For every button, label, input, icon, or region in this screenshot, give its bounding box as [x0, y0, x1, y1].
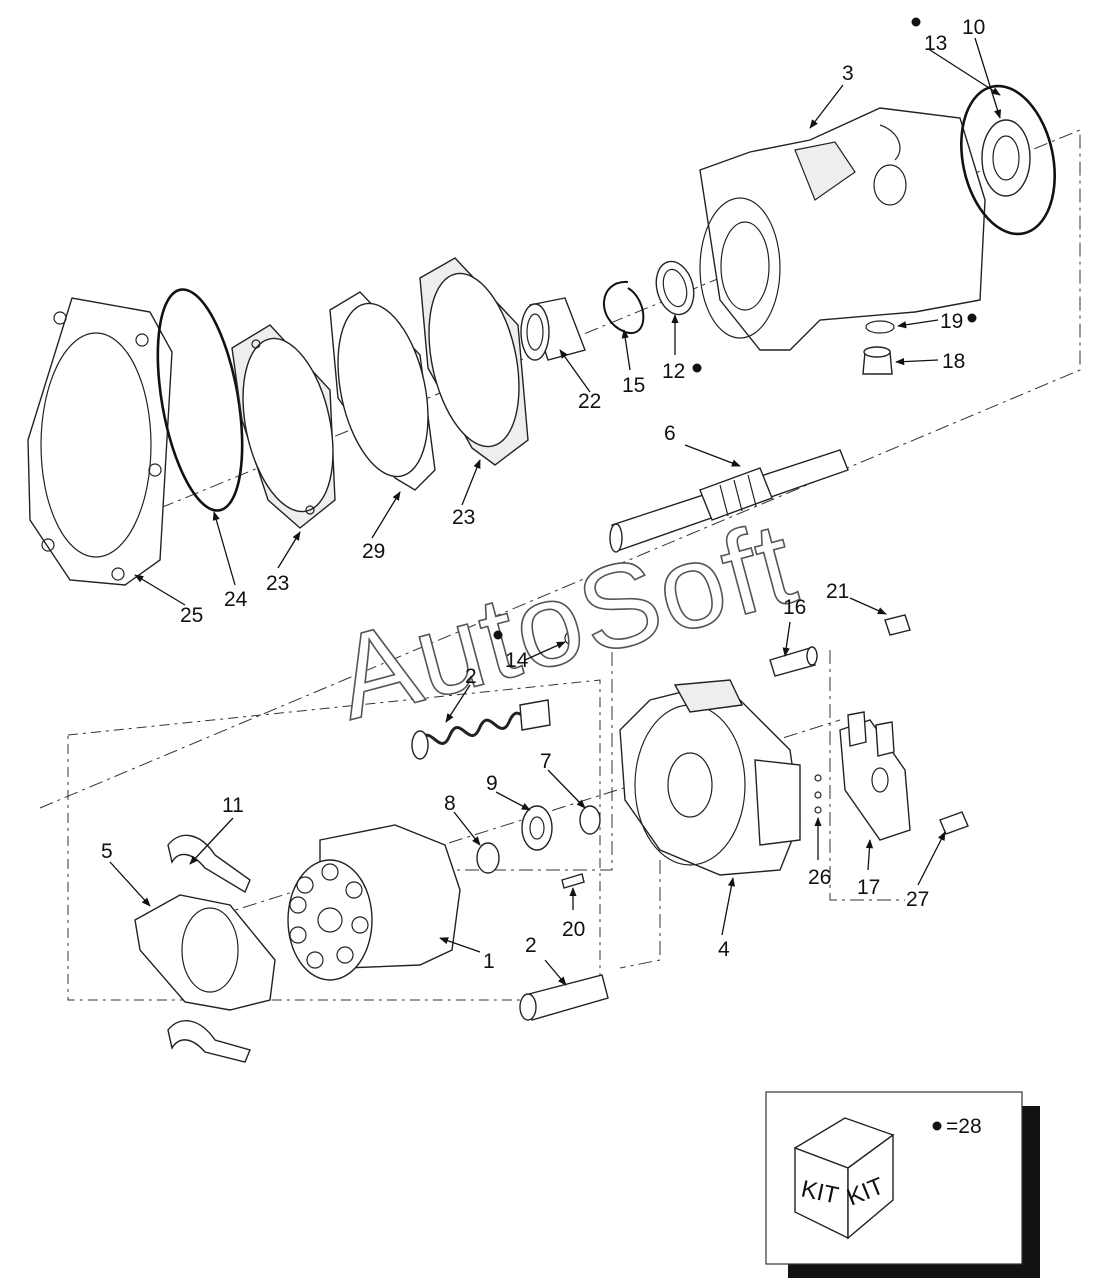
kit-legend-dot — [932, 1121, 942, 1131]
callout-9: 9 — [486, 772, 498, 795]
callout-13: 13 — [924, 32, 947, 55]
kit-marker-dots — [493, 17, 977, 640]
callout-14: 14 — [505, 649, 529, 672]
part-screw-lower — [939, 811, 969, 835]
callout-27: 27 — [906, 888, 929, 911]
part-port-plate — [619, 679, 801, 876]
part-o-ring-large — [156, 288, 244, 512]
part-gasket-left — [231, 324, 336, 529]
part-o-rings-tiny — [814, 774, 822, 814]
callout-29: 29 — [362, 540, 385, 563]
part-cylinder-block — [287, 824, 461, 981]
callout-4: 4 — [718, 938, 730, 961]
callout-21: 21 — [826, 580, 849, 603]
part-control-valve — [839, 711, 911, 841]
callout-22: 22 — [578, 390, 601, 413]
part-piston — [519, 974, 609, 1021]
part-gasket-right — [419, 257, 529, 466]
part-needle-bearing — [520, 297, 586, 361]
kit-legend-note: =28 — [946, 1115, 982, 1138]
kit-box-icon: KIT KIT — [793, 1117, 895, 1240]
callout-25: 25 — [180, 604, 203, 627]
callout-23-left: 23 — [266, 572, 289, 595]
part-shim — [329, 291, 436, 491]
kit-legend: KIT KIT =28 — [765, 1091, 1040, 1278]
part-pin — [561, 873, 585, 889]
callout-1: 1 — [483, 950, 495, 973]
part-pump-housing — [699, 107, 986, 351]
part-ring-7 — [579, 805, 601, 835]
callout-18: 18 — [942, 350, 965, 373]
callout-16: 16 — [783, 596, 806, 619]
part-o-ring-rear — [960, 84, 1056, 236]
callout-26: 26 — [808, 866, 831, 889]
part-ring-8 — [476, 842, 500, 874]
part-saddle-bearing — [167, 834, 251, 1063]
part-screw-upper — [884, 614, 911, 636]
part-bearing-9 — [521, 805, 553, 851]
part-valve-spring — [411, 699, 551, 760]
callout-11: 11 — [222, 794, 244, 817]
callout-2-upper: 2 — [465, 665, 477, 688]
callout-5: 5 — [101, 840, 113, 863]
callout-23-right: 23 — [452, 506, 475, 529]
part-small-o-ring — [865, 320, 895, 334]
callout-15: 15 — [622, 374, 645, 397]
callout-24: 24 — [224, 588, 248, 611]
callout-7: 7 — [540, 750, 552, 773]
callout-10: 10 — [962, 16, 985, 39]
callout-8: 8 — [444, 792, 456, 815]
part-fitting — [769, 646, 818, 677]
callout-17: 17 — [857, 876, 880, 899]
callout-2-lower: 2 — [525, 934, 537, 957]
leader-lines — [109, 37, 1002, 986]
part-seal — [655, 260, 695, 316]
callout-12: 12 — [662, 360, 685, 383]
callout-19: 19 — [940, 310, 963, 333]
part-rear-bearing — [981, 119, 1031, 197]
part-end-cover — [27, 297, 173, 586]
part-o-ring-small — [564, 630, 580, 646]
part-swash-plate — [134, 894, 276, 1011]
callout-6: 6 — [664, 422, 676, 445]
part-snap-ring — [602, 280, 645, 335]
part-plug — [862, 346, 893, 375]
callout-20: 20 — [562, 918, 585, 941]
part-drive-shaft — [609, 449, 849, 553]
callout-3: 3 — [842, 62, 854, 85]
